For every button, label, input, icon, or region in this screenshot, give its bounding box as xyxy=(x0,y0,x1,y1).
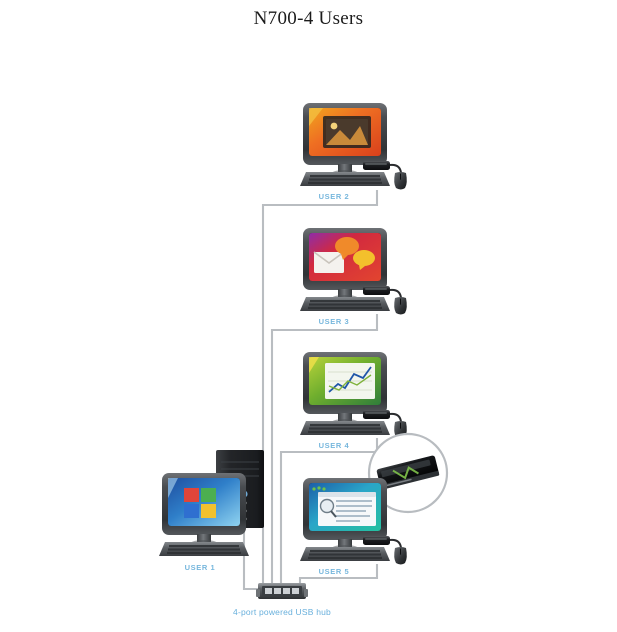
workstation-user2[interactable]: USER 2 xyxy=(300,103,408,201)
workstation-user5[interactable]: USER 5 xyxy=(300,478,408,576)
usb-hub[interactable]: 4-port powered USB hub xyxy=(233,583,331,617)
label-usb-hub: 4-port powered USB hub xyxy=(233,607,331,617)
screen-user4 xyxy=(309,357,381,405)
cable-user3 xyxy=(270,314,379,583)
cable-user2 xyxy=(261,190,379,583)
screen-user2 xyxy=(309,108,381,156)
keyboard-user4 xyxy=(300,421,390,435)
workstation-user4[interactable]: USER 4 xyxy=(300,352,408,450)
label-user4: USER 4 xyxy=(319,441,350,450)
keyboard-user5 xyxy=(300,547,390,561)
n700-device xyxy=(376,455,440,490)
screen-user1 xyxy=(168,478,240,526)
label-user5: USER 5 xyxy=(319,567,350,576)
label-user1: USER 1 xyxy=(185,563,216,572)
n700-device-callout[interactable] xyxy=(367,432,449,514)
keyboard-user2 xyxy=(300,172,390,186)
workstation-user1[interactable]: USER 1 xyxy=(159,450,264,572)
keyboard-user1 xyxy=(159,542,249,556)
hub-ports xyxy=(265,588,299,594)
cable-user1-tower xyxy=(242,527,270,591)
workstation-user3[interactable]: USER 3 xyxy=(300,228,408,326)
screen-user3 xyxy=(309,233,381,281)
cable-user4 xyxy=(279,438,379,583)
windows-logo-icon xyxy=(184,488,216,518)
label-user3: USER 3 xyxy=(319,317,350,326)
screen-user5 xyxy=(309,483,381,531)
page-title: N700-4 Users xyxy=(253,8,364,29)
keyboard-user3 xyxy=(300,297,390,311)
label-user2: USER 2 xyxy=(319,192,350,201)
